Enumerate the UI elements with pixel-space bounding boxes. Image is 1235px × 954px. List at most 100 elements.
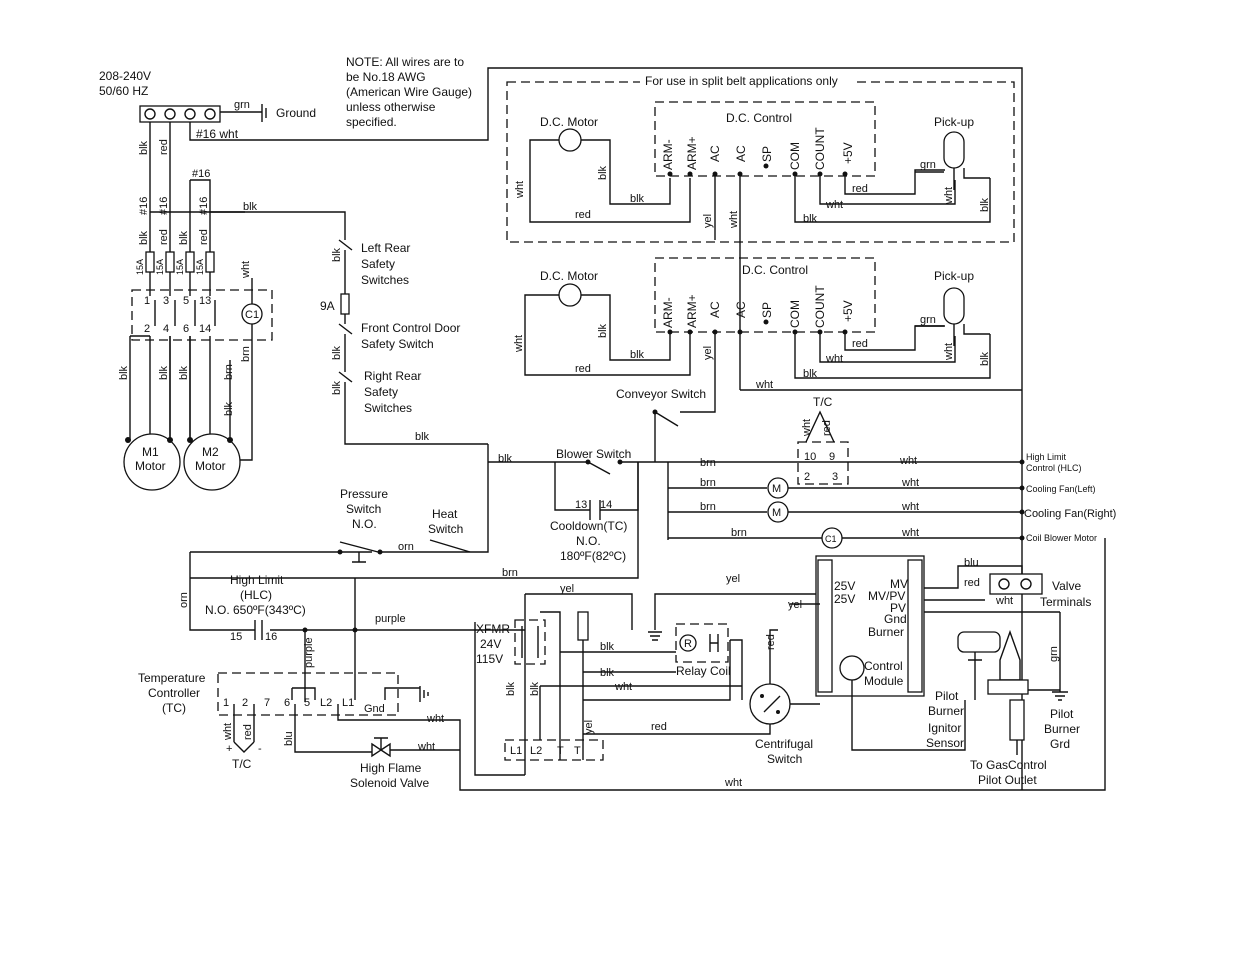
relay-r: R	[684, 638, 692, 650]
note-line-3: (American Wire Gauge)	[346, 85, 472, 99]
contact-13: 13	[199, 295, 211, 307]
wire-red: red	[964, 577, 980, 589]
wire-orn: orn	[398, 541, 414, 553]
pressure-heat-switch: Pressure Switch N.O. Heat Switch orn orn	[178, 487, 471, 700]
transformer-relay: XFMR 24V 115V yel yel R Relay Coil blk b…	[476, 573, 820, 775]
tc-term-gnd: Gnd	[364, 703, 385, 715]
wire-yel: yel	[726, 573, 740, 585]
wire-yel: yel	[560, 583, 574, 595]
high-flame-solenoid: wht High Flame Solenoid Valve	[350, 737, 460, 790]
wire-blk: blk	[331, 247, 343, 262]
xfmr-line-2: 24V	[480, 637, 501, 651]
term-ac: AC	[734, 145, 748, 162]
right-rear-line-1: Right Rear	[364, 369, 421, 383]
ignitor-line-2: Burner	[928, 704, 964, 718]
wire-wht: wht	[943, 187, 955, 205]
left-rear-line-1: Left Rear	[361, 241, 410, 255]
wire-wht: wht	[614, 681, 632, 693]
terminal-screw	[204, 108, 216, 120]
tc-ctrl-line-2: Controller	[148, 686, 200, 700]
wire-blk: blk	[138, 140, 150, 155]
wire-yel: yel	[702, 346, 714, 360]
pilot-grd-line-2: Burner	[1044, 722, 1080, 736]
wire-wht: wht	[222, 723, 234, 741]
outlet-line-2: Pilot Outlet	[978, 773, 1037, 787]
wire-red: red	[765, 634, 777, 650]
wire-16: #16	[198, 197, 210, 215]
wire-blk: blk	[600, 641, 615, 653]
front-door-line-1: Front Control Door	[361, 321, 460, 335]
wire-blk: blk	[178, 230, 190, 245]
dc-control-bottom	[654, 257, 876, 333]
wire-purple: purple	[303, 637, 315, 668]
valve-line-1: Valve	[1052, 579, 1081, 593]
terminal-block: L1 L2 T T	[474, 622, 604, 776]
wire-grn: grn	[1048, 646, 1060, 662]
fuse-9a-label: 9A	[320, 299, 335, 313]
wire-blk: blk	[331, 345, 343, 360]
wire-blk: blk	[138, 230, 150, 245]
coil-blower-label: Coil Blower Motor	[1026, 533, 1097, 543]
wire-wht: wht	[901, 527, 919, 539]
valve-terminal-block	[989, 573, 1043, 595]
dc-motor-top	[558, 128, 582, 152]
contactor-outline	[131, 289, 273, 341]
wire-16: #16	[192, 168, 210, 180]
wire-grn: grn	[920, 314, 936, 326]
tc-ctrl-line-3: (TC)	[162, 701, 186, 715]
heat-line-1: Heat	[432, 507, 458, 521]
motor-m2	[183, 433, 241, 491]
motor-m2-id: M2	[202, 445, 219, 459]
high-limit-switch: High Limit (HLC) N.O. 650ºF(343ºC) 15 16…	[205, 573, 525, 702]
wire-blk: blk	[597, 165, 609, 180]
cooldown-14: 14	[600, 499, 612, 511]
dc-motor-label: D.C. Motor	[540, 115, 598, 129]
wire-blk: blk	[178, 365, 190, 380]
term-sp: SP	[760, 302, 774, 318]
motor-m1-label: Motor	[135, 459, 166, 473]
wire-blu: blu	[964, 557, 979, 569]
module-rail	[907, 559, 923, 693]
wire-red: red	[651, 721, 667, 733]
wire-blk: blk	[529, 681, 541, 696]
tc-term-2: 2	[242, 697, 248, 709]
wire-red: red	[575, 209, 591, 221]
motor-m1-id: M1	[142, 445, 159, 459]
tc-term-1: 1	[223, 697, 229, 709]
terminal-block-box	[504, 739, 604, 761]
pilot-housing	[957, 631, 1001, 653]
wire-wht: wht	[728, 211, 740, 229]
wire-brn: brn	[731, 527, 747, 539]
ground-wire-color: grn	[234, 99, 250, 111]
left-rear-line-3: Switches	[361, 273, 409, 287]
wire-wht: wht	[426, 713, 444, 725]
dc-motor-bottom	[558, 283, 582, 307]
ignitor-connector	[839, 655, 865, 681]
term-block-t: T	[574, 745, 581, 757]
wire-yel: yel	[702, 214, 714, 228]
fan-right-m: M	[772, 507, 781, 519]
pilot-grd-line-3: Grd	[1050, 737, 1070, 751]
tc-ctrl-line-1: Temperature	[138, 671, 206, 685]
fuse-9a	[340, 293, 350, 315]
conveyor-switch-label: Conveyor Switch	[616, 387, 706, 401]
pilot-mount	[987, 679, 1029, 695]
left-rear-line-2: Safety	[361, 257, 395, 271]
term-count: COUNT	[813, 285, 827, 328]
module-gnd: Gnd	[884, 612, 907, 626]
wire-brn: brn	[223, 364, 235, 380]
pickup-label: Pick-up	[934, 115, 974, 129]
cooldown-13: 13	[575, 499, 587, 511]
valve-screw	[1020, 578, 1032, 590]
wire-red: red	[821, 420, 833, 436]
wire-blk: blk	[597, 323, 609, 338]
hlc-line-2: Control (HLC)	[1026, 463, 1082, 473]
term-com: COM	[788, 142, 802, 170]
terminal-screw	[184, 108, 196, 120]
supply-frequency: 50/60 HZ	[99, 84, 148, 98]
coil-blower-c1-label: C1	[825, 534, 837, 544]
ignitor-line-3: Ignitor	[928, 721, 961, 735]
wire-wht: wht	[899, 455, 917, 467]
module-line-2: Module	[864, 674, 904, 688]
hlc-term-3: 3	[832, 471, 838, 483]
